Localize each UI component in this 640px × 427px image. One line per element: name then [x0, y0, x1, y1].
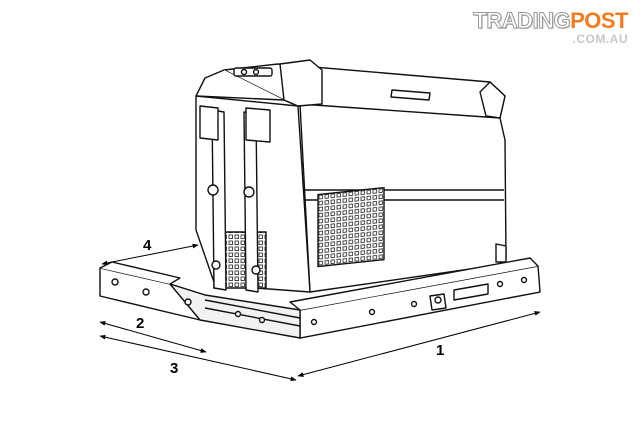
- dimension-label-3: 3: [170, 360, 178, 377]
- dimension-label-2: 2: [136, 315, 144, 332]
- dimension-arrow-3: [99, 334, 297, 382]
- dimension-label-1: 1: [436, 342, 444, 359]
- tradingpost-watermark-logo: TRADINGPOST .COM.AU: [468, 8, 629, 48]
- dimension-arrow-4: [101, 243, 199, 266]
- dimension-label-4: 4: [143, 237, 152, 254]
- logo-word-post: POST: [570, 8, 628, 33]
- fridge-body: [195, 59, 507, 293]
- logo-domain: .COM.AU: [572, 32, 628, 46]
- dimension-arrow-1: [297, 311, 541, 377]
- dimension-arrows: [99, 243, 541, 382]
- logo-wordmark: TRADINGPOST: [468, 8, 629, 33]
- logo-word-trading: TRADING: [473, 8, 571, 33]
